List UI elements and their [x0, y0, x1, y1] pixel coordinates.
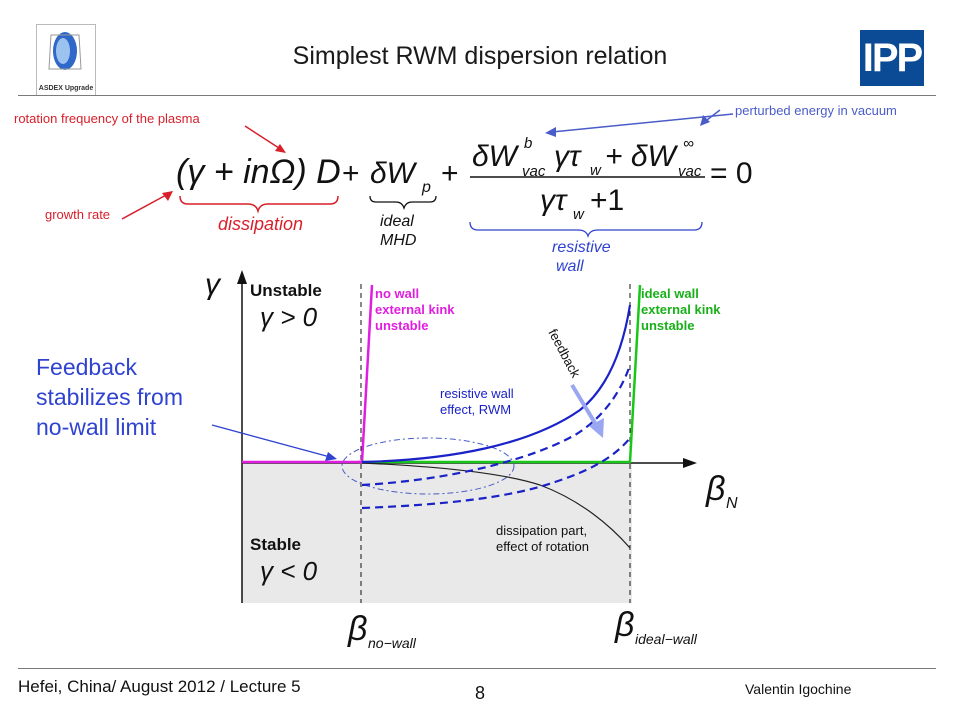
ideal-wall-curve [362, 284, 642, 464]
unstable-condition: γ > 0 [260, 302, 318, 332]
rwm-solid-curve [361, 304, 632, 464]
eq-term2: δW [370, 157, 418, 190]
eq-plus1: + [342, 157, 360, 190]
footer-author: Valentin Igochine [745, 681, 852, 697]
feedback-note-arrow-head [325, 452, 337, 461]
feedback-note: Feedback stabilizes from no-wall limit [36, 352, 246, 442]
eq-numerator-plus: + δW [605, 140, 679, 173]
dissipation-curve [361, 462, 631, 549]
eq-term2-sub: p [421, 179, 431, 196]
eq-plus2: + [441, 157, 459, 190]
no-wall-label-3: unstable [375, 318, 428, 333]
eq-denominator-sub: w [573, 206, 585, 223]
eq-numerator-sup2: ∞ [683, 135, 694, 152]
growth-arrow [121, 193, 169, 220]
rwm-label-2: effect, RWM [440, 402, 511, 417]
stable-condition: γ < 0 [260, 556, 318, 586]
eq-denominator: γτ [540, 184, 568, 217]
energy-arrow-1-head [545, 127, 556, 137]
x-axis-arrowhead [683, 458, 697, 468]
growth-rate-annotation: growth rate [45, 207, 111, 222]
rwm-label-1: resistive wall [440, 386, 514, 401]
feedback-arrow [570, 383, 600, 430]
no-wall-curve [358, 284, 374, 464]
no-wall-region-ellipse [341, 437, 515, 495]
eq-numerator-mid-sub: w [590, 162, 602, 179]
rwm-feedback-curve-1 [361, 364, 632, 487]
rotation-arrow-head [275, 144, 286, 153]
asdex-logo-caption: ASDEX Upgrade [38, 85, 94, 92]
no-wall-label-1: no wall [375, 286, 419, 301]
eq-numerator: δW [472, 140, 520, 173]
eq-term1: (γ + inΩ) D [176, 153, 341, 191]
beta-no-wall: β [347, 610, 367, 648]
label-dissipation: dissipation [218, 214, 303, 234]
dissipation-label-1: dissipation part, [496, 523, 587, 538]
dissipation-label-2: effect of rotation [496, 539, 589, 554]
growth-arrow-head [162, 191, 173, 201]
beta-ideal-wall-sub: ideal−wall [635, 631, 698, 647]
stable-label: Stable [250, 535, 301, 554]
page-number: 8 [474, 683, 485, 703]
unstable-label: Unstable [250, 281, 322, 300]
dissipation-brace [179, 195, 339, 214]
slide-title: Simplest RWM dispersion relation [292, 42, 668, 70]
rotation-frequency-annotation: rotation frequency of the plasma [14, 111, 200, 126]
eq-numerator-sup: b [524, 135, 532, 152]
label-wall: wall [556, 258, 584, 275]
rwm-stability-diagram: feedback γ Unstable γ > 0 Stable γ < 0 n… [205, 268, 738, 651]
ideal-wall-label-2: external kink [641, 302, 721, 317]
eq-numerator-sub2: vac [678, 163, 702, 180]
y-axis-arrowhead [237, 270, 247, 284]
feedback-note-line-3: no-wall limit [36, 414, 157, 440]
footer-divider [18, 668, 936, 669]
eq-equals: = 0 [710, 157, 753, 190]
feedback-note-arrow [211, 424, 331, 458]
label-mhd: MHD [380, 232, 417, 249]
rwm-feedback-curve-2 [361, 437, 631, 510]
x-axis-sub: N [726, 495, 738, 512]
ideal-wall-label-3: unstable [641, 318, 694, 333]
perturbed-energy-annotation: perturbed energy in vacuum [735, 103, 897, 118]
asdex-shape-icon [48, 32, 82, 70]
label-resistive: resistive [552, 239, 611, 256]
feedback-note-line-2: stabilizes from [36, 384, 183, 410]
resistive-brace [469, 221, 703, 239]
energy-arrow-2-head [700, 115, 710, 126]
feedback-arrow-label: feedback [545, 326, 583, 380]
beta-no-wall-sub: no−wall [368, 635, 417, 651]
eq-numerator-mid: γτ [554, 140, 582, 173]
rotation-arrow [244, 125, 283, 151]
x-axis-label: β [705, 470, 725, 508]
footer-lecture: Hefei, China/ August 2012 / Lecture 5 [18, 677, 301, 696]
eq-denominator-rest: +1 [590, 184, 624, 217]
feedback-arrow-head [589, 418, 604, 438]
beta-ideal-wall: β [614, 606, 634, 644]
ipp-logo: IPP [860, 30, 924, 86]
header-divider [18, 95, 936, 96]
dispersion-equation: (γ + inΩ) D + δW p + δW b vac γτ w + δW … [121, 109, 753, 275]
no-wall-label-2: external kink [375, 302, 455, 317]
asdex-upgrade-logo: ASDEX Upgrade [36, 24, 96, 96]
label-ideal: ideal [380, 213, 414, 230]
stable-region [242, 463, 632, 603]
y-axis-label: γ [205, 268, 222, 301]
ideal-wall-label-1: ideal wall [641, 286, 699, 301]
feedback-note-line-1: Feedback [36, 354, 138, 380]
ideal-brace [369, 195, 437, 211]
eq-numerator-sub: vac [522, 163, 546, 180]
